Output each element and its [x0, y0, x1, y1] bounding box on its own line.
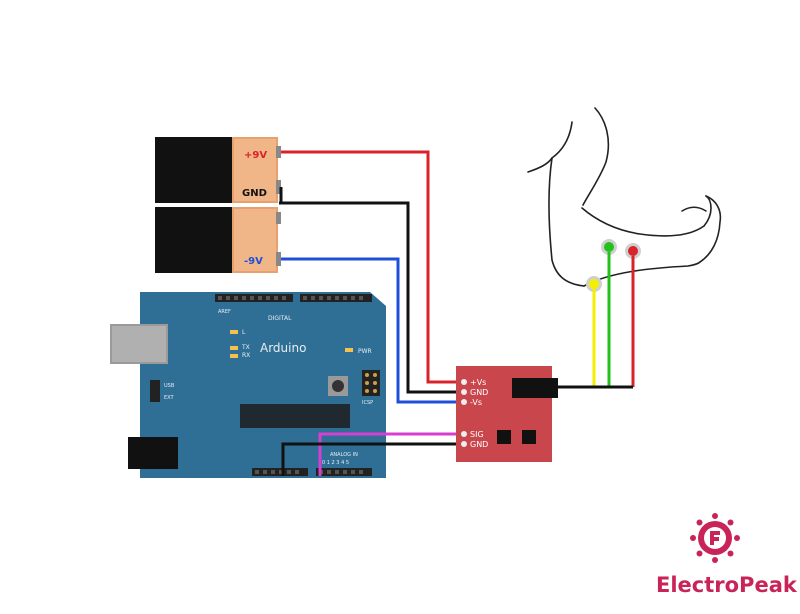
brand-gear-icon: [690, 513, 740, 563]
usb-label: USB: [164, 383, 175, 389]
black-arduino-gnd-wire: [281, 442, 460, 476]
battery-wires: [279, 150, 460, 404]
sensor-jack: [512, 378, 558, 398]
battery-bottom: -9V: [155, 207, 281, 273]
microcontroller: [240, 404, 350, 428]
electropeak-logo: ElectroPeak: [656, 513, 798, 597]
battery-bottom-minus-label: -9V: [244, 256, 263, 267]
ext-label: EXT: [164, 395, 174, 401]
power-jack: [128, 437, 178, 469]
pin-vs-minus: -Vs: [470, 398, 482, 407]
blue-negative-wire: [281, 257, 460, 404]
digital-label: DIGITAL: [268, 315, 292, 322]
electrodes: [586, 239, 641, 292]
battery-top: +9V GND: [155, 137, 281, 203]
arm-illustration: [527, 107, 722, 287]
arduino-wires: [281, 432, 460, 476]
pin-gnd-bottom: GND: [470, 440, 488, 449]
black-gnd-wire: [279, 187, 460, 394]
electrode-wires: [556, 252, 635, 389]
analog-pins-label: 0 1 2 3 4 5: [322, 460, 349, 466]
pin-sig: SIG: [470, 430, 484, 439]
pin-vs-plus: +Vs: [470, 378, 486, 387]
icsp-label: ICSP: [362, 400, 373, 406]
icsp-header: [362, 370, 380, 396]
battery-top-gnd-label: GND: [242, 188, 267, 199]
magenta-signal-wire: [318, 432, 460, 476]
arduino-board: DIGITAL AREF L TX RX PWR Arduino ICSP US…: [110, 292, 386, 478]
aref-label: AREF: [218, 309, 231, 315]
pin-gnd-top: GND: [470, 388, 488, 397]
led-l-label: L: [242, 329, 246, 336]
led-rx-label: RX: [242, 352, 250, 359]
analog-in-label: ANALOG IN: [330, 452, 358, 458]
led-pwr-label: PWR: [358, 348, 372, 355]
brand-name: ElectroPeak: [656, 573, 798, 597]
battery-top-plus-label: +9V: [244, 150, 267, 161]
emg-sensor-module: +Vs GND -Vs SIG GND: [456, 366, 558, 462]
led-tx-label: TX: [241, 344, 250, 351]
arduino-name: Arduino: [260, 341, 306, 355]
red-power-wire: [281, 150, 460, 384]
